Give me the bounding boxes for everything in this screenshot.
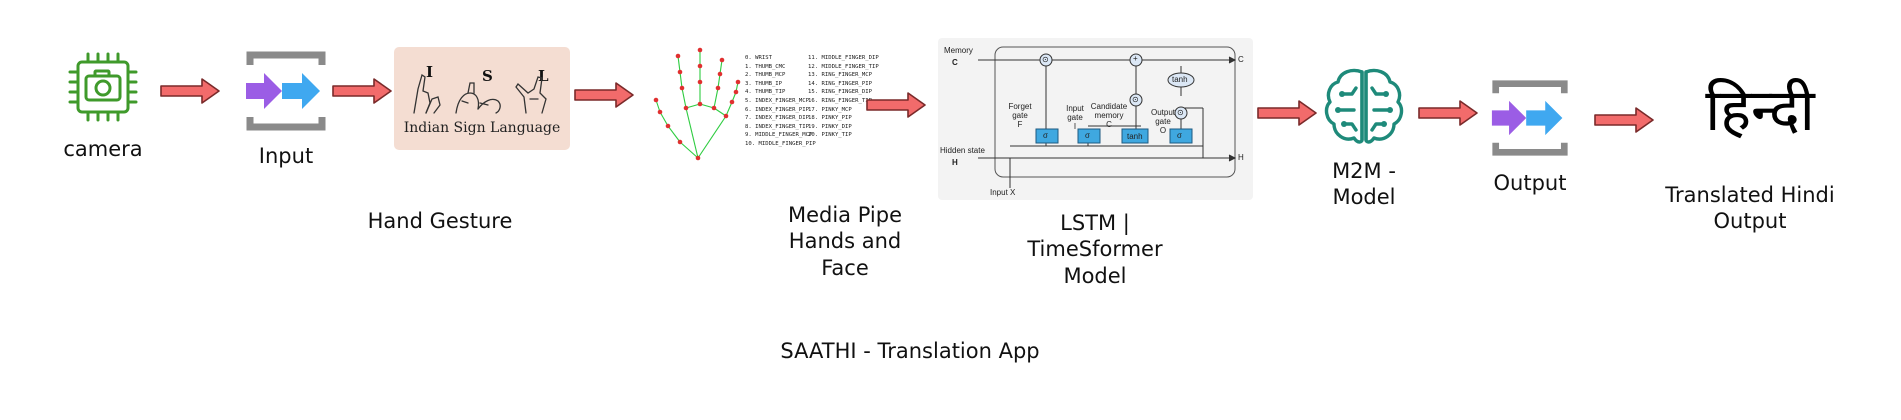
flow-arrow — [332, 78, 392, 104]
lstm-forget-gate: Forget gate F — [1008, 102, 1032, 130]
landmark-item: 1. THUMB_CMC — [745, 63, 786, 70]
lstm-sigma: σ — [1043, 131, 1048, 140]
landmark-item: 10. MIDDLE_FINGER_PIP — [745, 140, 816, 147]
lstm-memory-out: C — [1238, 55, 1244, 64]
landmark-item: 20. PINKY_TIP — [808, 132, 852, 139]
flow-arrow — [574, 82, 634, 108]
landmark-item: 0. WRIST — [745, 55, 772, 61]
output-bracket-icon — [1491, 80, 1568, 156]
lstm-hidden-in: H — [952, 158, 958, 167]
lstm-tanh: tanh — [1172, 75, 1188, 84]
flow-arrow — [1418, 100, 1478, 126]
lstm-candidate-memory: Candidate memory C — [1090, 102, 1128, 130]
landmark-item: 12. MIDDLE_FINGER_TIP — [808, 63, 879, 70]
flow-arrow — [1594, 107, 1654, 133]
landmark-item: 15. RING_FINGER_DIP — [808, 89, 872, 96]
brain-circuit-icon — [1324, 68, 1404, 144]
isl-caption: Indian Sign Language — [403, 120, 561, 136]
translated-output-label: Translated Hindi Output — [1665, 183, 1835, 234]
landmark-item: 18. PINKY_PIP — [808, 115, 852, 122]
hand-gesture-label: Hand Gesture — [367, 209, 513, 233]
landmark-list-col2: 11. MIDDLE_FINGER_DIP 12. MIDDLE_FINGER_T… — [808, 54, 879, 140]
hand-landmarks-diagram — [653, 47, 741, 161]
lstm-sigma: σ — [1177, 131, 1182, 140]
isl-letter: L — [538, 67, 549, 85]
lstm-sigma: σ — [1085, 131, 1090, 140]
lstm-label: LSTM | TimeSformer Model — [1027, 211, 1163, 288]
landmark-item: 4. THUMB_TIP — [745, 89, 786, 96]
isl-letter: I — [426, 63, 434, 81]
lstm-tanh: tanh — [1127, 132, 1143, 141]
output-label: Output — [1493, 171, 1567, 195]
lstm-hidden-out: H — [1238, 153, 1244, 162]
camera-label: camera — [63, 137, 143, 161]
lstm-cell-lines — [978, 46, 1237, 188]
lstm-output-gate: Output gate O — [1150, 108, 1175, 136]
lstm-input-label: Input X — [990, 188, 1016, 197]
landmark-item: 16. RING_FINGER_TIP — [808, 97, 872, 104]
landmark-item: 14. RING_FINGER_PIP — [808, 80, 872, 87]
landmark-item: 19. PINKY_DIP — [808, 123, 852, 130]
m2m-label: M2M - Model — [1332, 159, 1396, 210]
landmark-item: 9. MIDDLE_FINGER_MCP — [745, 132, 813, 139]
lstm-plus: + — [1133, 54, 1138, 63]
lstm-hidden-label: Hidden state — [940, 146, 985, 155]
landmark-item: 17. PINKY_MCP — [808, 106, 852, 113]
lstm-times: ⊙ — [1132, 95, 1139, 104]
input-label: Input — [258, 144, 314, 168]
mediapipe-label: Media Pipe Hands and Face — [787, 203, 903, 280]
hindi-text: हिन्दी — [1705, 76, 1815, 144]
camera-chip-icon — [68, 52, 138, 122]
landmark-item: 11. MIDDLE_FINGER_DIP — [808, 55, 879, 61]
lstm-times: ⊙ — [1177, 108, 1184, 117]
lstm-memory-in: C — [952, 58, 958, 67]
lstm-times: ⊙ — [1042, 55, 1049, 64]
lstm-input-gate: Input gate I — [1066, 104, 1084, 132]
landmark-item: 6. INDEX_FINGER_PIP — [745, 106, 809, 113]
indian-sign-language-image: I S L Indian Sign Language — [394, 47, 570, 150]
lstm-cell-diagram: Memory C C Hidden state H H Input X Forg… — [938, 38, 1253, 200]
hand-sign-illustration — [413, 73, 547, 114]
flow-arrow — [1257, 100, 1317, 126]
landmark-item: 8. INDEX_FINGER_TIP — [745, 123, 809, 130]
landmark-item: 5. INDEX_FINGER_MCP — [745, 97, 809, 104]
flow-arrow — [160, 78, 220, 104]
isl-letter: S — [482, 67, 493, 85]
flow-arrow — [866, 92, 926, 118]
landmark-item: 2. THUMB_MCP — [745, 72, 786, 79]
landmark-item: 7. INDEX_FINGER_DIP — [745, 115, 809, 122]
landmark-item: 3. THUMB_IP — [745, 80, 783, 87]
landmark-item: 13. RING_FINGER_MCP — [808, 72, 872, 79]
lstm-memory-label: Memory — [944, 46, 973, 55]
app-title: SAATHI - Translation App — [780, 339, 1040, 363]
input-bracket-icon — [246, 51, 326, 131]
